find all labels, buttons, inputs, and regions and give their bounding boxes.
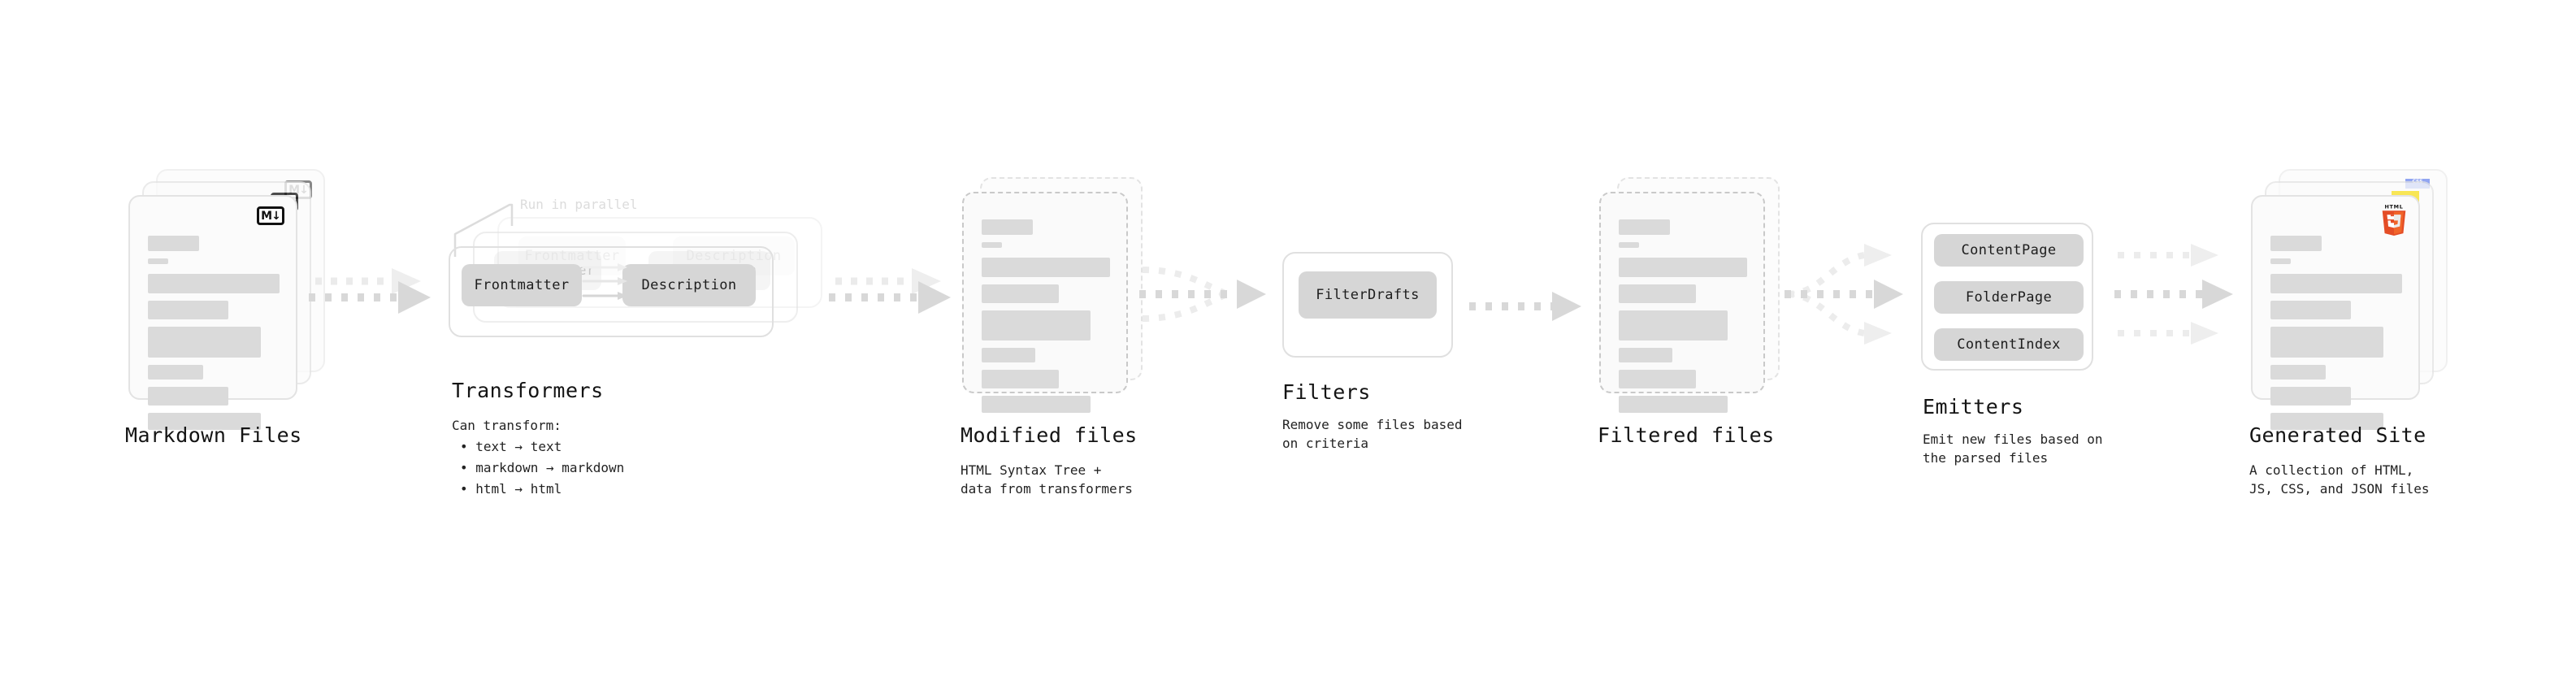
filters-desc: Remove some files based on criteria: [1282, 417, 1463, 451]
skeleton-bar: [982, 284, 1059, 303]
skeleton-bar: [2270, 327, 2384, 358]
skeleton-bar: [148, 387, 228, 406]
skeleton-bar: [982, 258, 1110, 277]
html5-icon: HTML: [2379, 203, 2409, 236]
markdown-icon: M↓: [257, 206, 284, 225]
generated-site-title: Generated Site: [2249, 423, 2426, 447]
skeleton-bar: [982, 370, 1059, 388]
transformer-inner-arrows: [582, 263, 627, 300]
skeleton-bar: [982, 219, 1033, 235]
skeleton-bar: [2270, 413, 2384, 430]
filters-group: FilterDrafts: [1282, 252, 1461, 366]
connector-transformers-to-modified: [827, 262, 957, 327]
skeleton-bar: [1619, 396, 1728, 413]
skeleton-bar: [148, 413, 262, 430]
connector-modified-to-filters: [1138, 254, 1284, 335]
emitters-title: Emitters: [1923, 395, 2024, 419]
modified-files-card-front: [962, 192, 1128, 413]
skeleton-bar: [1619, 348, 1673, 362]
markdown-files-card-stack: M↓ M↓ M↓: [128, 169, 332, 430]
emitters-group: ContentPage FolderPage ContentIndex: [1921, 223, 2108, 377]
filtered-files-title: Filtered files: [1598, 423, 1775, 447]
markdown-icon-glyph: M↓: [257, 206, 284, 225]
skeleton-lines: [1619, 219, 1747, 420]
run-in-parallel-bracket: [453, 203, 514, 257]
emitter-chip-folderpage[interactable]: FolderPage: [1934, 281, 2084, 314]
connector-filters-to-filtered: [1468, 280, 1598, 337]
transformers-bullet-0: • text → text: [460, 439, 562, 454]
filtered-files-card-front: [1599, 192, 1765, 413]
skeleton-bar: [982, 242, 1002, 248]
filters-title: Filters: [1282, 380, 1371, 404]
skeleton-bar: [148, 258, 168, 264]
skeleton-bar: [1619, 258, 1747, 277]
transformer-chip-description[interactable]: Description: [622, 264, 756, 306]
skeleton-bar: [982, 310, 1091, 340]
skeleton-bar: [982, 348, 1036, 362]
modified-files-desc: HTML Syntax Tree + data from transformer…: [961, 462, 1133, 497]
transformers-desc: Can transform:: [452, 418, 562, 433]
markdown-files-card-front: M↓: [128, 195, 297, 430]
generated-site-card-stack: CSS HTML: [2251, 169, 2454, 430]
transformers-title: Transformers: [452, 379, 604, 402]
svg-text:HTML: HTML: [2384, 203, 2403, 210]
filters-panel: FilterDrafts: [1282, 252, 1453, 358]
skeleton-bar: [2270, 236, 2322, 251]
modified-files-title: Modified files: [961, 423, 1138, 447]
skeleton-bar: [148, 274, 280, 293]
emitters-panel: ContentPage FolderPage ContentIndex: [1921, 223, 2093, 371]
skeleton-bar: [1619, 310, 1728, 340]
skeleton-bar: [148, 327, 262, 358]
run-in-parallel-label: Run in parallel: [520, 197, 638, 212]
skeleton-bar: [148, 365, 204, 380]
connector-emitters-to-site: [2113, 237, 2259, 351]
filter-chip-filterdrafts[interactable]: FilterDrafts: [1299, 271, 1437, 319]
skeleton-bar: [2270, 258, 2291, 264]
modified-files-card-stack: [962, 177, 1149, 421]
transformer-panel-front: Frontmatter Description: [449, 246, 774, 337]
transformers-bullet-2: • html → html: [460, 481, 562, 497]
skeleton-bar: [982, 396, 1091, 413]
skeleton-bar: [1619, 284, 1696, 303]
skeleton-bar: [148, 301, 228, 319]
skeleton-bar: [1619, 242, 1639, 248]
skeleton-bar: [1619, 219, 1670, 235]
emitter-chip-contentpage[interactable]: ContentPage: [1934, 234, 2084, 267]
filtered-files-card-stack: [1599, 177, 1786, 421]
transformers-bullet-1: • markdown → markdown: [460, 460, 625, 475]
generated-site-desc: A collection of HTML, JS, CSS, and JSON …: [2249, 462, 2430, 497]
transformer-chip-frontmatter[interactable]: Frontmatter: [462, 264, 582, 306]
generated-site-card-front: HTML: [2251, 195, 2420, 430]
skeleton-bar: [1619, 370, 1696, 388]
skeleton-bar: [148, 236, 199, 251]
skeleton-bar: [2270, 301, 2351, 319]
skeleton-lines: [2270, 236, 2402, 437]
html5-icon-shield: HTML: [2382, 203, 2406, 236]
skeleton-bar: [2270, 365, 2327, 380]
transformers-group: Run in parallel Frontmatter Description …: [439, 197, 829, 359]
emitter-chip-contentindex[interactable]: ContentIndex: [1934, 328, 2084, 361]
connector-markdown-to-transformers: [307, 262, 437, 327]
skeleton-bar: [2270, 387, 2351, 406]
connector-filtered-to-emitters: [1783, 237, 1929, 351]
markdown-files-title: Markdown Files: [125, 423, 302, 447]
skeleton-lines: [148, 236, 280, 437]
skeleton-lines: [982, 219, 1110, 420]
emitters-desc: Emit new files based on the parsed files: [1923, 432, 2103, 466]
skeleton-bar: [2270, 274, 2402, 293]
